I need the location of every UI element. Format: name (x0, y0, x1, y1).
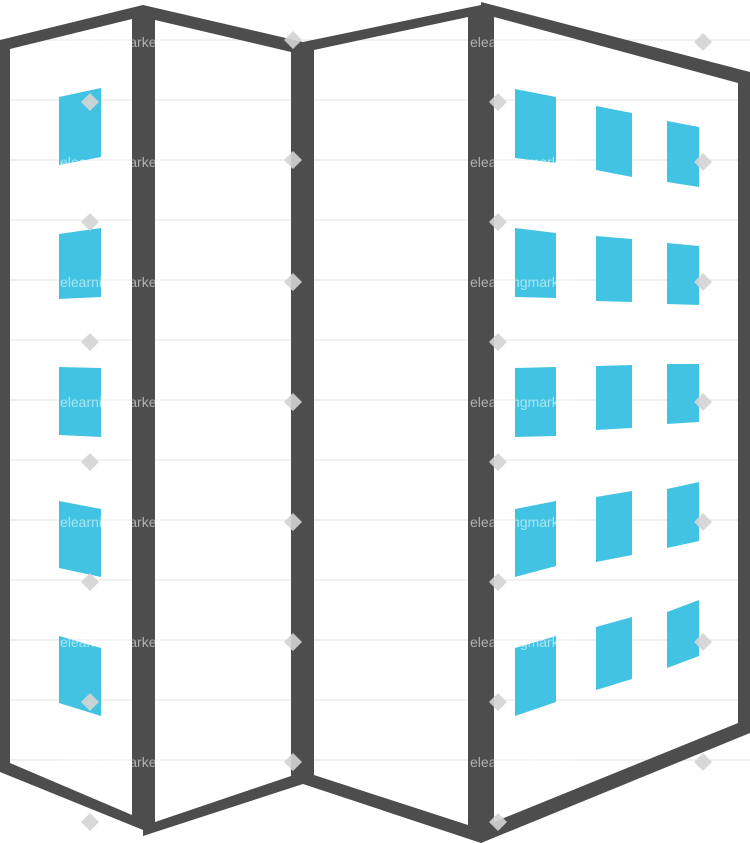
watermark-text: elearningmarket (60, 154, 160, 170)
watermark-text: elearningmarket (470, 754, 570, 770)
watermark-text: elearningmarket (470, 274, 570, 290)
watermark-text: elearningmarket (60, 754, 160, 770)
diamond-icon (489, 333, 507, 351)
diamond-icon (284, 273, 302, 291)
watermark-text: elearningmarket (60, 514, 160, 530)
window (59, 501, 101, 577)
window (596, 365, 632, 430)
diamond-icon (284, 633, 302, 651)
diamond-icon (81, 93, 99, 111)
watermark-text: elearningmarket (60, 634, 160, 650)
watermark-text: elearningmarket (470, 394, 570, 410)
window (515, 636, 556, 716)
diamond-icon (284, 393, 302, 411)
diamond-icon (284, 31, 302, 49)
diamond-icon (489, 93, 507, 111)
window (515, 89, 556, 163)
window (667, 600, 699, 668)
diamond-icon (489, 453, 507, 471)
watermark-diamonds (81, 31, 712, 831)
window (59, 228, 101, 299)
diamond-icon (694, 33, 712, 51)
window (515, 367, 556, 437)
window (667, 364, 699, 424)
watermark-text: elearningmarket (470, 634, 570, 650)
watermark-text: elearningmarket (60, 394, 160, 410)
watermark-lines (0, 39, 750, 761)
watermark-text: elearningmarket (60, 274, 160, 290)
window (667, 121, 699, 187)
diamond-icon (489, 813, 507, 831)
window (596, 491, 632, 562)
watermark-text: elearningmarket (470, 154, 570, 170)
diamond-icon (81, 453, 99, 471)
watermark-text: elearningmarket (470, 34, 570, 50)
window (515, 501, 556, 577)
window (596, 236, 632, 302)
diamond-icon (81, 813, 99, 831)
diamond-icon (284, 513, 302, 531)
diamond-icon (694, 393, 712, 411)
window (59, 367, 101, 437)
diamond-icon (81, 573, 99, 591)
diamond-icon (489, 573, 507, 591)
watermark-text: elearningmarket (470, 514, 570, 530)
watermark-text: elearningmarket (60, 34, 160, 50)
window (515, 228, 556, 298)
diamond-icon (489, 693, 507, 711)
window (596, 617, 632, 690)
window (596, 106, 632, 177)
diamond-icon (694, 273, 712, 291)
diamond-icon (81, 693, 99, 711)
window (667, 243, 699, 305)
diamond-icon (694, 153, 712, 171)
diamond-icon (694, 753, 712, 771)
diamond-icon (81, 213, 99, 231)
diamond-icon (694, 513, 712, 531)
diamond-icon (489, 213, 507, 231)
diamond-icon (284, 151, 302, 169)
diamond-icon (81, 333, 99, 351)
window (667, 482, 699, 548)
diamond-icon (284, 753, 302, 771)
diamond-icon (694, 633, 712, 651)
